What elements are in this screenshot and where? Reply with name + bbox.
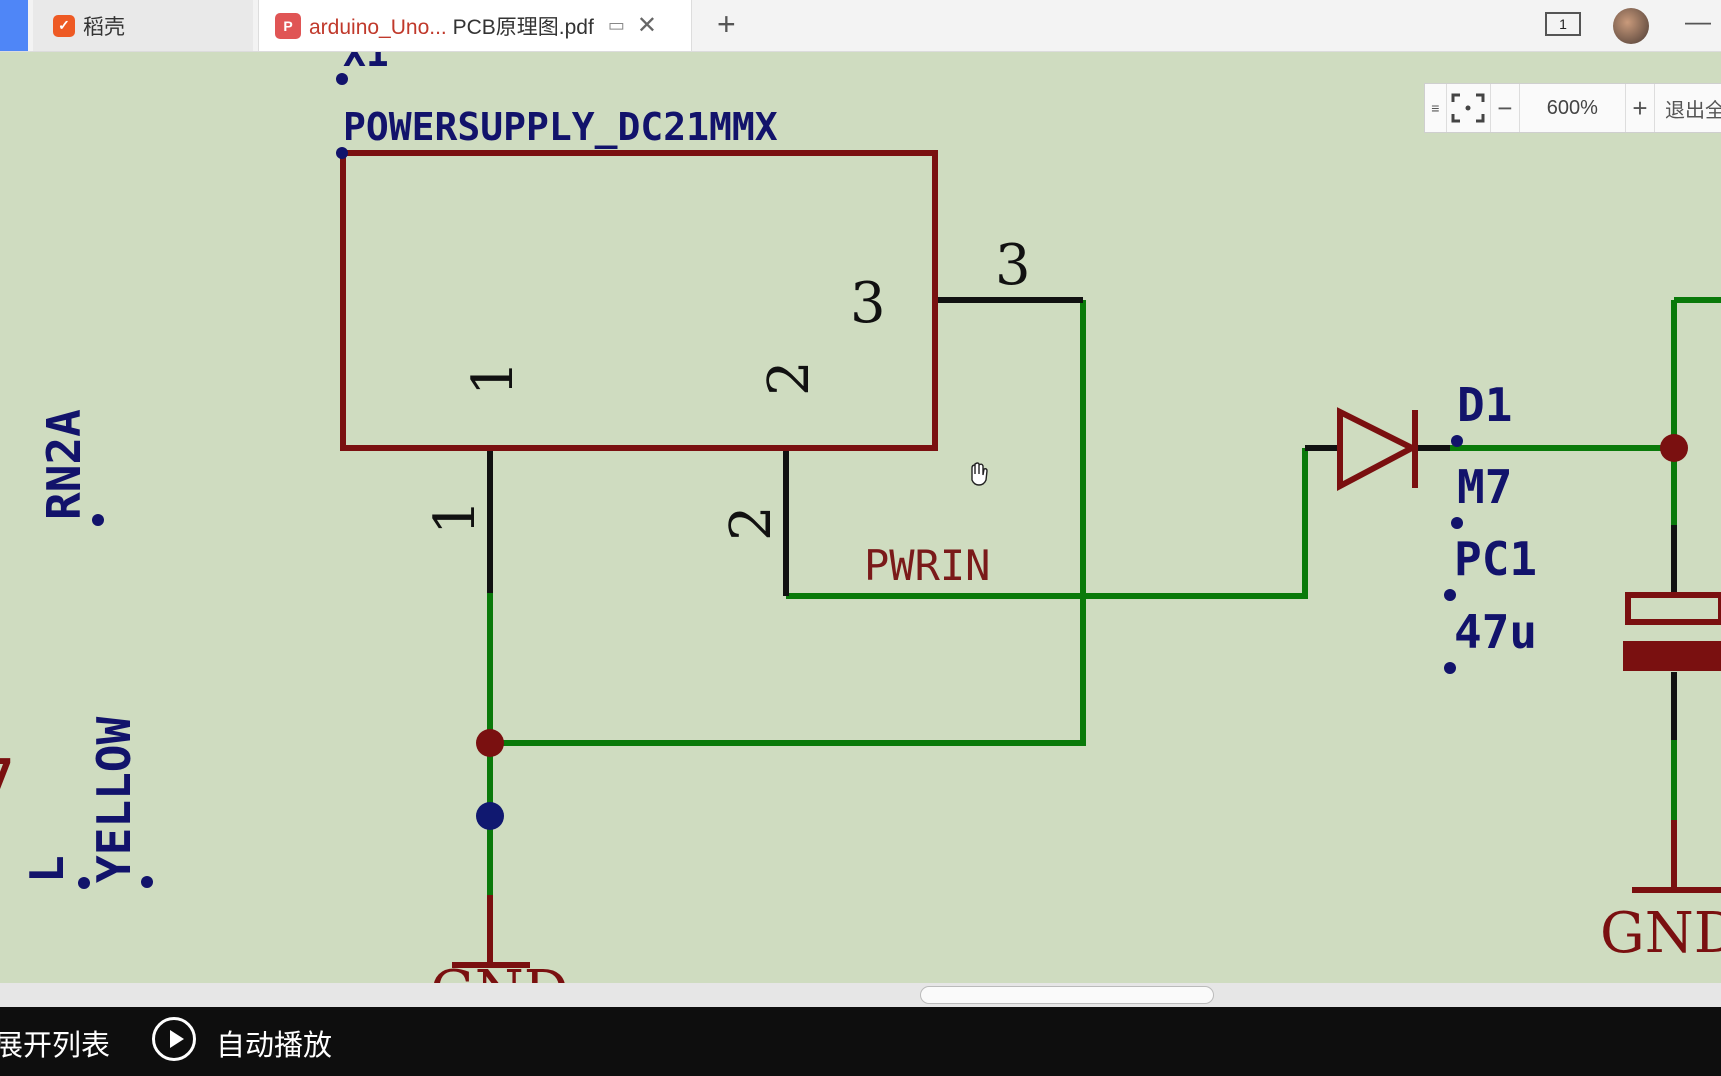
tab-pdf-title-prefix: arduino_Uno... — [309, 15, 447, 39]
x1-value: POWERSUPPLY_DC21MMX — [343, 105, 778, 149]
junction-d1 — [1660, 434, 1688, 462]
pin1-inside-number: 1 — [461, 360, 526, 396]
zoom-out-button[interactable]: − — [1491, 84, 1520, 132]
close-tab-icon[interactable]: ✕ — [636, 12, 657, 39]
d1-reference: D1 — [1457, 378, 1512, 432]
pc1-reference: PC1 — [1454, 532, 1537, 586]
net-label-pwrin: PWRIN — [864, 541, 990, 590]
origin-dot-x1 — [336, 73, 348, 85]
fit-page-icon[interactable] — [1447, 84, 1491, 132]
l-label: L — [20, 855, 74, 883]
pin3-inside-number: 3 — [850, 271, 886, 336]
zoom-level-field[interactable]: 600% — [1520, 84, 1626, 132]
origin-dot-l — [78, 877, 90, 889]
expand-list-button[interactable]: 展开列表 — [0, 1030, 111, 1062]
origin-dot-d1 — [1451, 435, 1463, 447]
sidebar-toggle[interactable] — [0, 0, 28, 51]
tab-pdf-title-suffix: PCB原理图.pdf — [446, 15, 594, 39]
rn2a-label: RN2A — [37, 409, 91, 520]
present-icon[interactable]: ▭ — [607, 15, 625, 35]
tab-home-label: 稻壳 — [83, 15, 125, 39]
pin1-outside-number: 1 — [423, 499, 488, 535]
new-tab-button[interactable]: + — [717, 6, 736, 42]
origin-dot-47u — [1444, 662, 1456, 674]
gnd-label-right: GND — [1600, 901, 1721, 966]
yellow-label: YELLOW — [87, 717, 141, 883]
pc1-value: 47u — [1454, 605, 1537, 659]
tab-home[interactable]: ✓ 稻壳 — [33, 0, 253, 51]
exit-fullscreen-button[interactable]: 退出全屏 — [1665, 99, 1721, 122]
zoom-in-button[interactable]: + — [1626, 84, 1655, 132]
zoom-toolbar: ≡ − 600% + 退出全屏 — [1424, 83, 1721, 133]
pc1-plate-bottom — [1623, 641, 1721, 671]
horizontal-scrollbar[interactable] — [0, 983, 1721, 1007]
x1-body — [340, 150, 938, 451]
page-count-icon[interactable]: 1 — [1545, 12, 1581, 36]
hand-cursor-icon — [971, 462, 988, 486]
origin-dot-m7 — [1451, 517, 1463, 529]
bottom-bar: 展开列表 自动播放 — [0, 1007, 1721, 1076]
d1-triangle — [1337, 407, 1419, 491]
pc1-plate-top — [1625, 592, 1721, 625]
schematic-canvas: X1 POWERSUPPLY_DC21MMX D1 M7 PC1 47u RN2… — [0, 52, 1721, 983]
docer-logo-icon: ✓ — [53, 14, 75, 37]
scrollbar-thumb[interactable] — [920, 986, 1214, 1004]
left-fragment-label: 7 — [0, 749, 14, 803]
origin-dot-rn2a — [92, 514, 104, 526]
avatar[interactable] — [1613, 8, 1649, 44]
tab-pdf-document[interactable]: P arduino_Uno... PCB原理图.pdf ▭ ✕ — [258, 0, 692, 51]
junction-gnd — [476, 729, 504, 757]
gnd-label-left: GND — [430, 959, 569, 983]
origin-dot-x1-body — [336, 147, 348, 159]
origin-dot-yellow — [141, 876, 153, 888]
x1-reference: X1 — [343, 52, 389, 75]
pin2-inside-number: 2 — [757, 360, 822, 396]
pdf-file-icon: P — [275, 12, 301, 39]
pin2-outside-number: 2 — [719, 505, 784, 541]
pin3-outside-number: 3 — [995, 233, 1031, 298]
junction-gnd-blue — [476, 802, 504, 830]
play-icon[interactable] — [152, 1017, 196, 1061]
d1-value: M7 — [1457, 460, 1512, 514]
tab-pdf-title: arduino_Uno... PCB原理图.pdf — [309, 11, 594, 41]
origin-dot-pc1 — [1444, 589, 1456, 601]
wire-gnd-loop — [487, 300, 1086, 746]
autoplay-button[interactable]: 自动播放 — [216, 1030, 333, 1062]
tab-bar: ✓ 稻壳 P arduino_Uno... PCB原理图.pdf ▭ ✕ + 1… — [0, 0, 1721, 52]
minimize-button[interactable]: — — [1685, 6, 1711, 36]
zoom-menu-icon[interactable]: ≡ — [1425, 84, 1447, 132]
wire-pwrin — [786, 448, 1308, 599]
